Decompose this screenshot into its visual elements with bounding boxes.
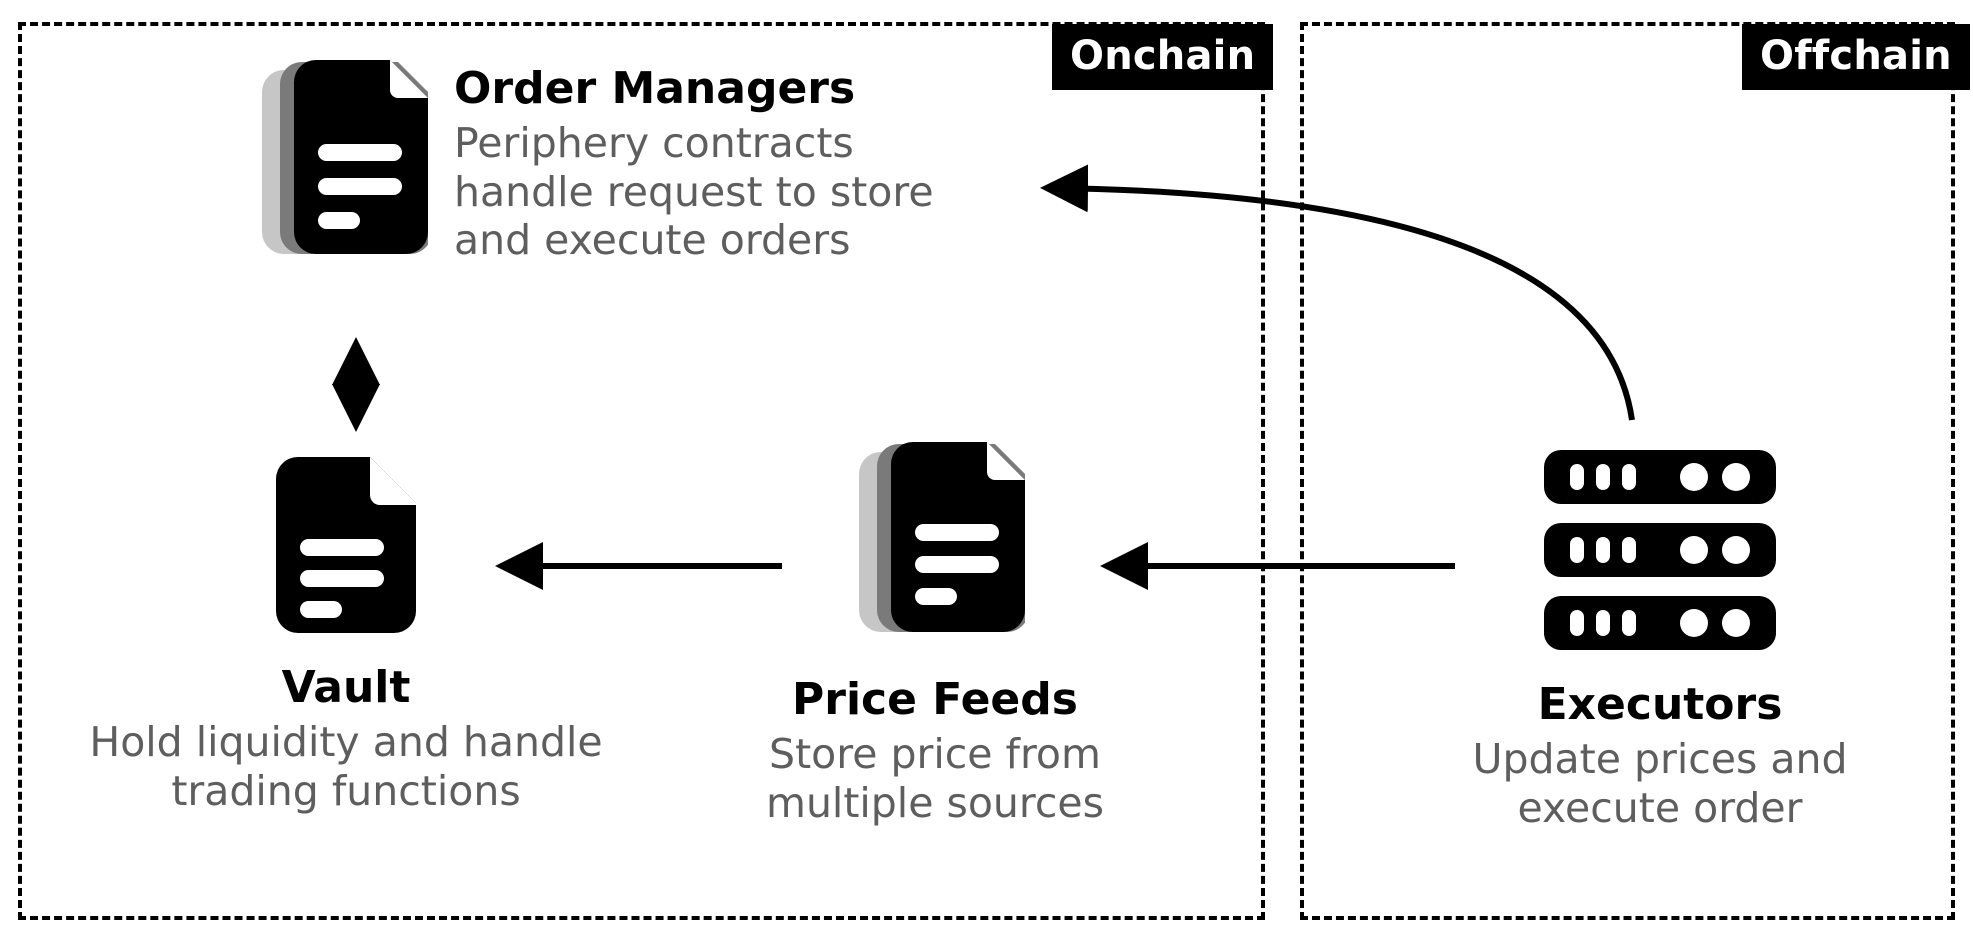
node-description-price-feeds: Store price from multiple sources: [766, 730, 1104, 827]
node-description-vault: Hold liquidity and handle trading functi…: [89, 718, 602, 815]
node-title-price-feeds: Price Feeds: [792, 674, 1078, 725]
node-title-executors: Executors: [1537, 679, 1783, 730]
zone-onchain: [18, 22, 1265, 920]
document-icon: [274, 455, 418, 637]
document-stack-icon: [845, 440, 1029, 649]
description-line: Update prices and: [1472, 735, 1848, 784]
server-rack-icon: [1544, 450, 1776, 654]
description-line: trading functions: [171, 766, 521, 815]
description-line: Store price from: [769, 730, 1101, 779]
description-line: execute order: [1517, 783, 1803, 832]
node-vault[interactable]: Vault Hold liquidity and handle trading …: [56, 455, 636, 815]
description-line: Hold liquidity and handle: [89, 718, 603, 767]
node-description-order-managers: Periphery contracts handle request to st…: [454, 119, 934, 264]
description-line: and execute orders: [454, 216, 851, 265]
node-order-managers[interactable]: Order Managers Periphery contracts handl…: [248, 58, 934, 274]
description-line: multiple sources: [766, 778, 1104, 827]
node-title-vault: Vault: [281, 662, 411, 713]
zone-offchain: [1300, 22, 1955, 920]
zone-label-onchain: Onchain: [1052, 24, 1274, 90]
node-price-feeds[interactable]: Price Feeds Store price from multiple so…: [700, 440, 1170, 827]
zone-label-offchain: Offchain: [1742, 24, 1970, 90]
document-stack-icon: [248, 58, 432, 274]
description-line: handle request to store: [454, 167, 934, 216]
description-line: Periphery contracts: [454, 119, 854, 168]
node-title-order-managers: Order Managers: [454, 63, 856, 114]
node-description-executors: Update prices and execute order: [1472, 735, 1847, 832]
node-executors[interactable]: Executors Update prices and execute orde…: [1430, 450, 1890, 832]
